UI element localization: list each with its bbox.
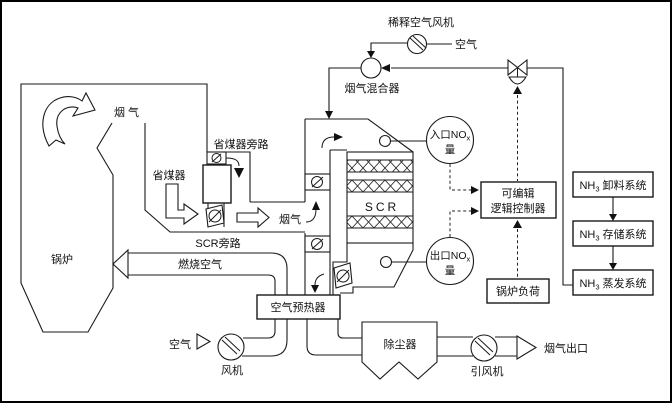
plc-label-line1: 可编辑 (502, 186, 535, 200)
economizer-bypass-label: 省煤器旁路 (214, 137, 269, 151)
air-preheater: 空气预热器 (256, 294, 341, 320)
inlet-nox-gauge: 入口NOx 量 (378, 115, 475, 165)
riser-flow-arrowhead (312, 201, 320, 210)
flue-gas-block-arrow (236, 206, 270, 229)
inlet-nox-text: 入口NO (430, 129, 467, 141)
flue-outlet-arrow (516, 335, 538, 360)
nh3-unloading-box (572, 171, 654, 198)
control-signals (449, 86, 522, 278)
scr-bypass-label: SCR旁路 (195, 236, 240, 250)
air-in-label: 空气 (169, 337, 191, 351)
plenum-flow-arrowhead (334, 133, 343, 141)
flue-gas-flow-curved-arrow (42, 91, 96, 147)
riser-damper-icon (304, 173, 331, 191)
valve-signal-arrowhead (513, 86, 522, 94)
flue-outlet-section: 引风机 烟气出口 (437, 334, 588, 378)
catalyst-layer-2 (346, 179, 414, 193)
outlet-nox-unit: 量 (445, 265, 456, 277)
control-valve-icon (507, 58, 528, 85)
mixer-inlet-arrowhead (381, 64, 390, 72)
svg-text:入口NOx: 入口NOx (430, 129, 471, 143)
id-fan-icon (470, 334, 498, 362)
dust-collector: 除尘器 (361, 321, 438, 380)
mixer-top-arrowhead (367, 51, 375, 58)
svg-text:出口NOx: 出口NOx (430, 249, 471, 264)
plc-box (480, 181, 557, 219)
flue-gas-outlet-label: 烟气出口 (544, 341, 588, 355)
inlet-nox-sensor-icon (378, 134, 392, 148)
inlet-nox-unit: 量 (445, 144, 456, 156)
scr-label: SCR (365, 200, 399, 214)
plc-label-line2: 逻辑控制器 (491, 201, 546, 215)
flue-gas-mixer-icon (360, 57, 382, 79)
id-fan-label: 引风机 (471, 364, 504, 378)
duct-flue-gas-label: 烟气 (279, 212, 301, 226)
mixer-label: 烟气混合器 (345, 81, 400, 95)
boiler-load: 锅炉负荷 (486, 278, 550, 304)
catalyst-layer-3 (346, 215, 414, 229)
air-preheater-label: 空气预热器 (271, 300, 326, 314)
boiler-load-box (486, 278, 550, 304)
catalyst-layer-1 (346, 159, 414, 173)
ammonia-line (381, 58, 573, 286)
flue-gas-label-top: 烟气 (114, 105, 142, 119)
economizer-outlet-damper-icon (205, 204, 225, 228)
nh3-unloading-label: NH (579, 180, 595, 192)
scr-bypass-damper-icon (304, 235, 331, 253)
combustion-air-label: 燃烧空气 (178, 257, 222, 271)
economizer-label: 省煤器 (153, 169, 186, 182)
air-intake-arrow (196, 333, 212, 350)
mixer-section: 稀释空气风机 空气 烟气混合器 (345, 15, 478, 95)
outlet-nox-text: 出口NO (430, 249, 467, 262)
scr-outlet-damper-icon (333, 262, 353, 289)
preheater-outlet-duct (306, 319, 362, 356)
combustion-air-arrowhead (112, 248, 129, 280)
dust-collector-label: 除尘器 (384, 337, 417, 351)
blower-fan-icon (217, 333, 245, 361)
preheater-inflow-arrowhead (311, 285, 319, 293)
dilution-fan-icon (406, 33, 428, 55)
scr-outlet-duct (311, 243, 414, 295)
nh3-storage-label: NH (579, 229, 595, 241)
air-preheater-box (256, 294, 341, 320)
bypass-flow-arrowhead (234, 168, 244, 178)
boiler-label: 锅炉 (51, 253, 73, 266)
economizer-bypass-damper-icon (206, 151, 227, 165)
economizer-box (202, 164, 232, 204)
boiler: 锅炉 烟气 (20, 83, 305, 333)
nh3-evaporation-label: NH (579, 278, 595, 290)
economizer-section: 省煤器旁路 省煤器 SCR旁路 (153, 137, 305, 250)
blower-section: 空气 风机 (169, 333, 245, 377)
nh3-evaporation-box (572, 269, 654, 296)
scr-reactor: SCR (346, 151, 414, 244)
dilution-air-label: 空气 (455, 37, 477, 51)
outlet-nox-sensor-icon (379, 255, 393, 269)
outlet-nox-gauge: 出口NOx 量 (379, 236, 475, 286)
blower-fan-label: 风机 (221, 363, 243, 377)
ammonia-entry-arrowhead (325, 111, 333, 119)
economizer-flow-arrow (165, 183, 199, 226)
boiler-load-label: 锅炉负荷 (496, 284, 540, 298)
plc: 可编辑 逻辑控制器 (480, 181, 557, 219)
dilution-fan-label: 稀释空气风机 (388, 15, 454, 29)
scr-riser-duct (304, 67, 414, 295)
duct-flue-gas: 烟气 (236, 206, 301, 229)
